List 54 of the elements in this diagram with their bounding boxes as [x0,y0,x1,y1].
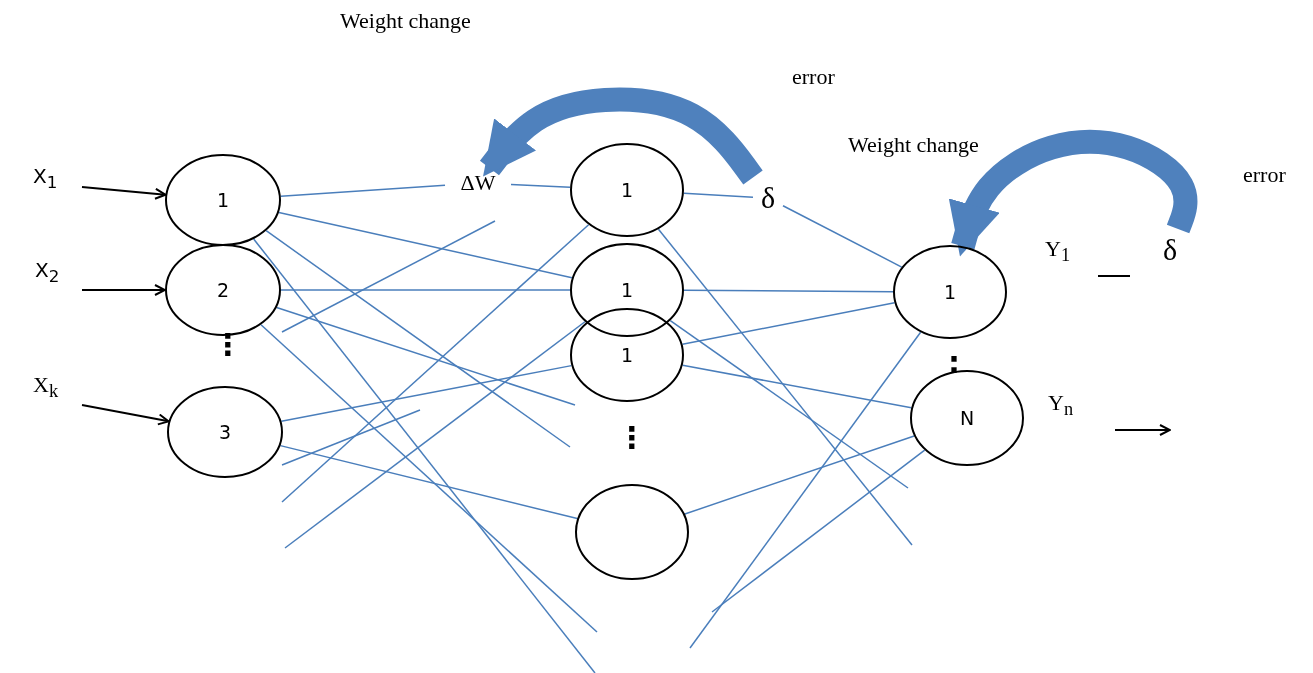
ellipsis-dots: ⋮ [617,423,647,453]
connection-line [280,184,446,197]
neuron-circle [575,484,689,580]
connection-line [280,289,571,291]
neuron-number: 1 [943,281,957,303]
connection-line [711,449,926,613]
neuron-circle [570,308,684,402]
input-label: X$_{2}$ [35,258,60,286]
input-label: X$_{1}$ [33,164,58,192]
connection-line [279,444,579,520]
arrow [81,284,166,296]
neuron-number: 1 [216,189,230,211]
neuron-number: 2 [216,279,230,301]
neuron-number: 3 [218,421,232,443]
output-label: Y$_{1}$ [1045,236,1071,267]
connection-line [510,183,571,189]
symbol-label: δ [760,181,776,215]
curved-block-arrow [479,87,763,185]
connection-line [278,211,573,279]
connection-line [275,306,576,406]
connection-line [683,192,754,198]
connection-line [252,238,596,673]
neuron-number: 1 [620,279,634,301]
heading-text: Weight change [848,132,979,158]
heading-text: Weight change [340,8,471,34]
neuron-circle [570,143,684,237]
neuron-circle [165,154,281,246]
connection-line [281,224,590,503]
neuron-number: 1 [620,179,634,201]
connection-line [782,205,903,268]
input-label: X$_{k}$ [33,372,59,403]
neuron-circle [893,245,1007,339]
neuron-circle [570,243,684,337]
connection-line [669,319,909,489]
output-label: Y$_{n}$ [1048,390,1074,421]
annotation-text: error [792,64,835,90]
neuron-number: N [959,407,975,429]
annotation-text: error [1243,162,1286,188]
connection-line [284,321,586,549]
connection-line [265,230,571,448]
connection-line [681,364,913,409]
symbol-label: δ [1162,233,1178,267]
connection-line [689,331,922,649]
connection-line [683,289,894,293]
connection-line [260,324,598,633]
connection-line [681,302,896,345]
symbol-label: ΔW [460,170,496,196]
arrow [81,404,170,426]
connection-line [657,228,913,546]
neuron-circle [167,386,283,478]
connection-line [280,364,573,422]
connection-line [684,435,915,515]
neuron-number: 1 [620,344,634,366]
arrow [81,186,167,200]
